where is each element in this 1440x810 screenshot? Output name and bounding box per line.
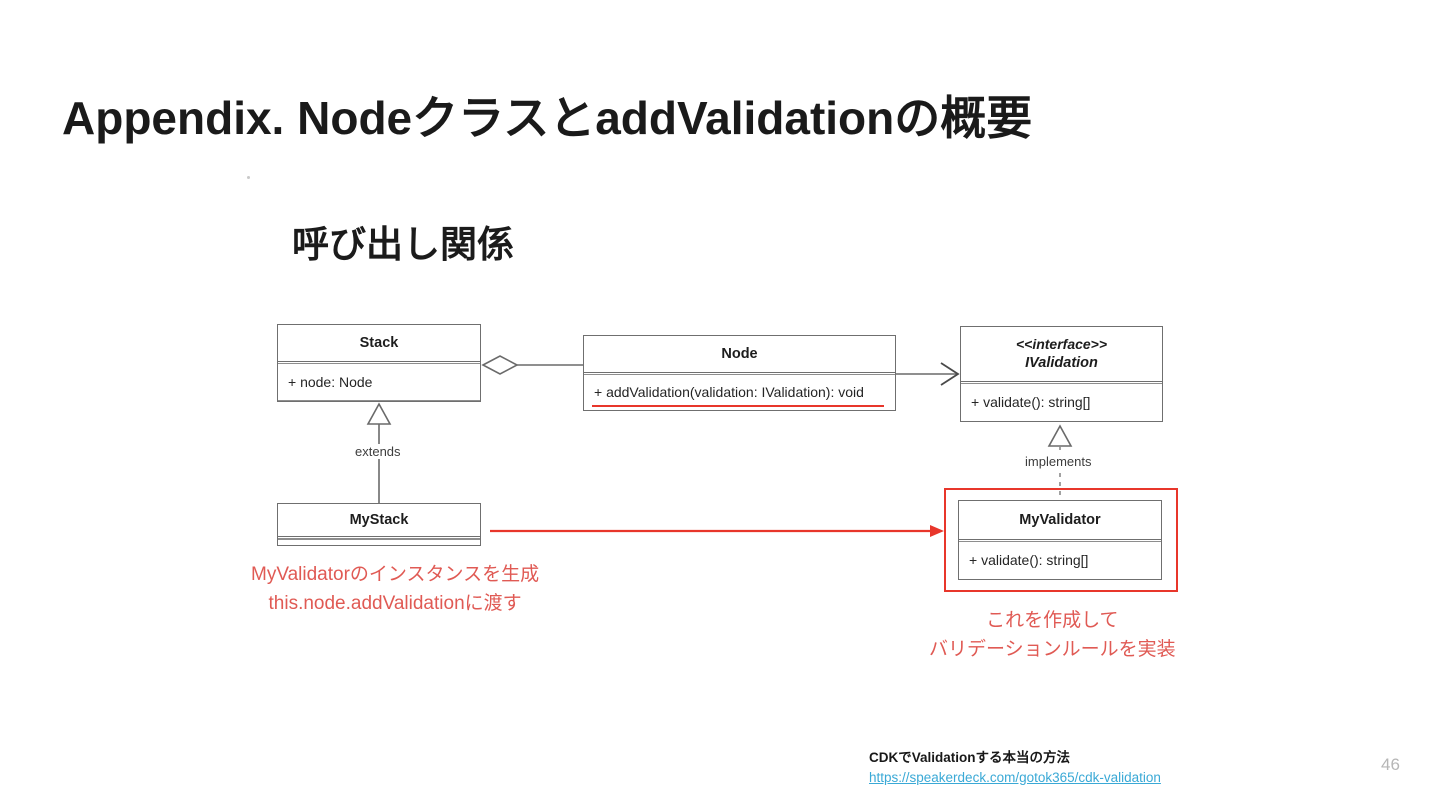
uml-separator (961, 381, 1162, 384)
relation-label-extends: extends (352, 444, 404, 459)
footer-credit: CDKでValidationする本当の方法 https://speakerdec… (869, 748, 1161, 787)
uml-class-stack-member-0: + node: Node (288, 374, 373, 390)
footer-source-link[interactable]: https://speakerdeck.com/gotok365/cdk-val… (869, 769, 1161, 785)
uml-empty-compartment (278, 400, 480, 407)
uml-interface-ivalidation-member-0: + validate(): string[] (971, 394, 1091, 410)
annotation-right-line2: バリデーションルールを実装 (929, 639, 1176, 661)
aggregation-diamond-icon (481, 355, 519, 375)
annotation-left-line1: MyValidatorのインスタンスを生成 (251, 564, 540, 585)
realization-triangle-icon (1047, 424, 1073, 447)
uml-method-label: + addValidation(validation: IValidation)… (594, 384, 864, 400)
uml-class-mystack-title: MyStack (349, 511, 409, 528)
decorative-speck (247, 176, 250, 179)
uml-class-myvalidator: MyValidator + validate(): string[] (958, 500, 1162, 580)
footer-title: CDKでValidationする本当の方法 (869, 750, 1071, 765)
annotation-right: これを作成して バリデーションルールを実装 (929, 606, 1176, 665)
annotation-left: MyValidatorのインスタンスを生成 this.node.addValid… (251, 560, 539, 619)
diagram-heading: 呼び出し関係 (292, 224, 514, 265)
uml-class-myvalidator-member-0: + validate(): string[] (969, 552, 1089, 568)
uml-class-node-member-0: + addValidation(validation: IValidation)… (584, 375, 895, 409)
uml-class-mystack: MyStack (277, 503, 481, 546)
annotation-left-line2: this.node.addValidationに渡す (268, 593, 522, 615)
red-arrowhead-icon (930, 525, 944, 537)
uml-interface-ivalidation-title: <<interface>> IValidation (961, 327, 1162, 381)
uml-class-node-title: Node (721, 345, 758, 362)
uml-interface-ivalidation: <<interface>> IValidation + validate(): … (960, 326, 1163, 422)
uml-class-stack-title: Stack (359, 334, 399, 351)
uml-empty-compartment (278, 539, 480, 546)
uml-interface-name-label: IValidation (1025, 354, 1098, 371)
generalization-triangle-icon (366, 402, 392, 425)
relation-label-implements: implements (1022, 454, 1095, 469)
uml-class-myvalidator-title: MyValidator (1019, 511, 1101, 528)
relation-node-ivalidation (896, 362, 960, 386)
uml-stereotype-label: <<interface>> (1015, 336, 1108, 353)
relation-stack-node (481, 355, 583, 375)
uml-separator (278, 361, 480, 364)
uml-class-stack: Stack + node: Node (277, 324, 481, 402)
relation-mystack-myvalidator-red-arrow (490, 525, 944, 537)
uml-separator (959, 539, 1161, 542)
red-method-underline (592, 404, 884, 407)
uml-separator (278, 536, 480, 539)
uml-class-node: Node + addValidation(validation: IValida… (583, 335, 896, 411)
page-title: Appendix. NodeクラスとaddValidationの概要 (62, 92, 1033, 144)
annotation-right-line1: これを作成して (986, 610, 1119, 631)
red-highlight-box (944, 488, 1178, 592)
open-arrowhead-icon (940, 362, 960, 386)
uml-separator (584, 372, 895, 375)
page-number: 46 (1381, 755, 1400, 774)
